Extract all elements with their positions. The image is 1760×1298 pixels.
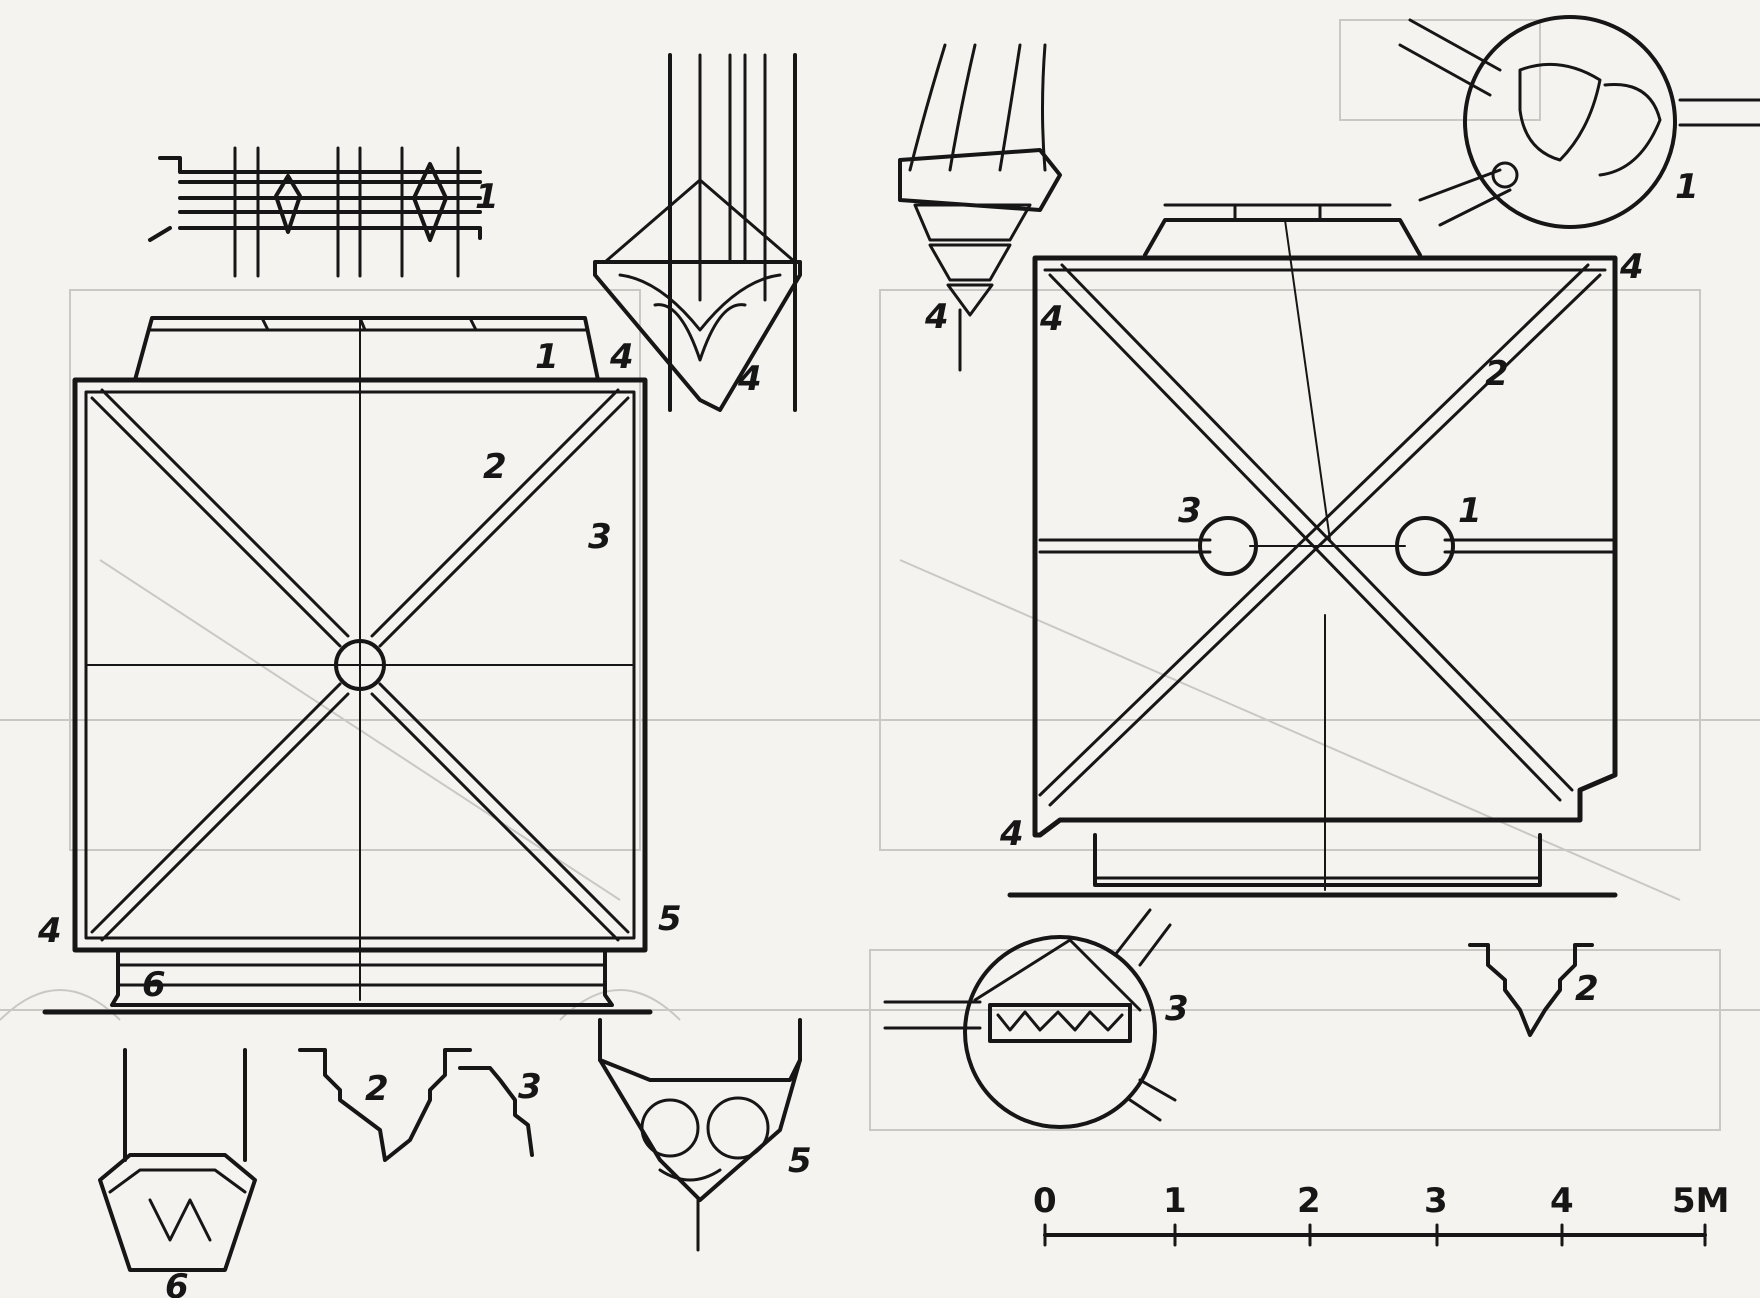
scale-end-label: 5M <box>1672 1181 1730 1221</box>
boss-detail-3: 3 <box>883 908 1189 1129</box>
background-ghost-drawing <box>0 19 1760 1131</box>
left-label-top-cornice: 1 <box>535 337 559 377</box>
rib-profile-2: 2 <box>298 1048 472 1162</box>
rib-profile-3: 3 <box>458 1066 542 1157</box>
right-label-rib-diagonal: 2 <box>1485 354 1509 394</box>
left-label-top-profile: 1 <box>475 177 499 217</box>
scale-tick-3: 3 <box>1424 1181 1448 1221</box>
scale-tick-2: 2 <box>1297 1181 1321 1221</box>
right-label-corner-bottom-left: 4 <box>999 814 1024 854</box>
scale-bar: 0 1 2 3 4 5M <box>1033 1181 1730 1247</box>
boss-detail-1: 1 <box>1398 15 1760 229</box>
left-label-base-mark: 6 <box>142 965 166 1005</box>
left-label-rib-side: 3 <box>588 517 612 557</box>
left-vault-plan: 1 1 4 2 3 4 5 6 <box>37 146 682 1015</box>
top-rib-profile <box>148 146 482 278</box>
left-diagonal-ribs <box>90 388 630 942</box>
detail-label-profile-3: 3 <box>518 1067 542 1107</box>
corbel-detail-6: 6 <box>98 1048 257 1298</box>
right-vault-plan: 4 4 2 3 1 4 <box>999 203 1644 898</box>
detail-label-corbel-6: 6 <box>165 1267 189 1298</box>
right-boss-right <box>1395 516 1455 576</box>
detail-label-profile-2: 2 <box>365 1069 389 1109</box>
detail-label-corbel-5: 5 <box>788 1141 812 1181</box>
scale-tick-4: 4 <box>1550 1181 1574 1221</box>
left-central-boss <box>334 639 386 691</box>
right-boss-left <box>1198 516 1258 576</box>
corbel-detail-5: 5 <box>598 1018 812 1252</box>
right-label-boss-left: 3 <box>1178 491 1202 531</box>
scale-tick-1: 1 <box>1163 1181 1187 1221</box>
right-label-corner-top-right: 4 <box>1619 247 1644 287</box>
rib-profile-2-right: 2 <box>1468 943 1599 1037</box>
right-label-boss-detail-bottom: 3 <box>1165 989 1189 1029</box>
right-diagonal-ribs <box>1038 263 1602 807</box>
right-label-corner-top-left: 4 <box>1039 299 1064 339</box>
right-label-boss-right: 1 <box>1458 491 1482 531</box>
corbel-detail-4-left: 4 <box>593 53 802 412</box>
detail-label-corbel-4: 4 <box>737 359 762 399</box>
right-label-boss-detail: 1 <box>1675 167 1699 207</box>
right-label-corbel-detail: 4 <box>924 297 949 337</box>
corbel-detail-4-right: 4 <box>898 43 1062 372</box>
left-label-corbel-top-right: 4 <box>609 337 634 377</box>
right-label-profile-bottom: 2 <box>1575 969 1599 1009</box>
left-label-corner-bottom-left: 4 <box>37 911 62 951</box>
left-label-rib-diagonal: 2 <box>483 447 507 487</box>
scale-tick-0: 0 <box>1033 1181 1057 1221</box>
left-label-corner-bottom-right: 5 <box>658 899 682 939</box>
